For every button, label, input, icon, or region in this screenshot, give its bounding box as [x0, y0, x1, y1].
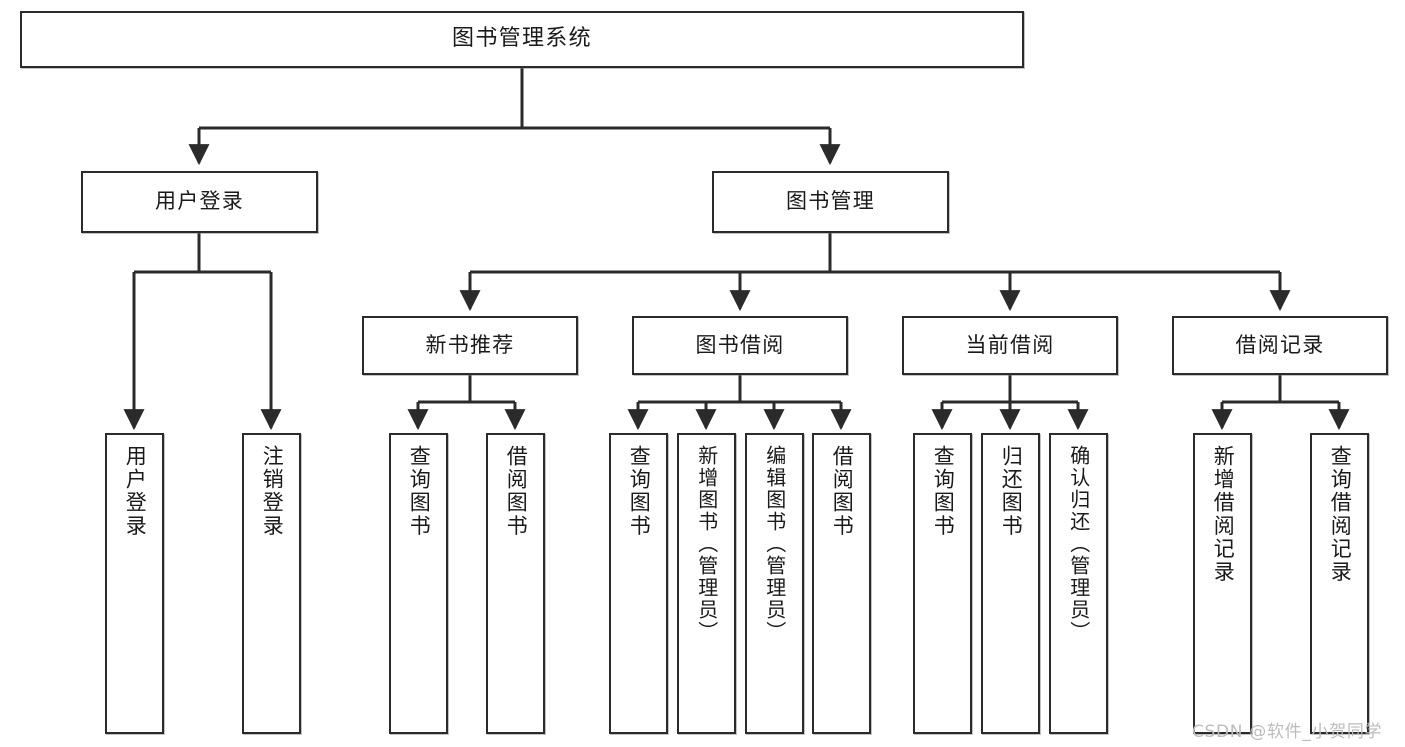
node-leaf-return-book-label: 归还图书 [999, 445, 1024, 538]
node-user-login[interactable]: 用户登录 [81, 171, 318, 233]
node-current-borrow-label: 当前借阅 [965, 332, 1055, 357]
node-leaf-borrow-book-2[interactable]: 借阅图书 [812, 433, 871, 734]
node-leaf-borrow-book-1[interactable]: 借阅图书 [486, 433, 545, 734]
node-leaf-add-record[interactable]: 新增借阅记录 [1193, 433, 1252, 734]
node-leaf-query-record[interactable]: 查询借阅记录 [1310, 433, 1369, 734]
node-user-login-label: 用户登录 [154, 189, 245, 214]
node-book-borrow-label: 图书借阅 [695, 332, 785, 357]
node-leaf-user-login-label: 用户登录 [123, 445, 148, 538]
node-leaf-confirm-return-label: 确认归还（管理员） [1066, 445, 1091, 643]
node-borrow-record-label: 借阅记录 [1235, 332, 1325, 357]
node-leaf-edit-book-label: 编辑图书（管理员） [762, 445, 787, 643]
node-leaf-query-book-2-label: 查询图书 [627, 445, 652, 538]
node-leaf-query-book-3[interactable]: 查询图书 [913, 433, 972, 734]
node-new-book-recommend[interactable]: 新书推荐 [362, 316, 578, 375]
node-leaf-borrow-book-1-label: 借阅图书 [504, 445, 529, 538]
node-leaf-add-record-label: 新增借阅记录 [1211, 445, 1236, 584]
node-leaf-query-book-2[interactable]: 查询图书 [609, 433, 668, 734]
node-leaf-return-book[interactable]: 归还图书 [981, 433, 1040, 734]
node-leaf-logout-login[interactable]: 注销登录 [242, 433, 301, 734]
node-book-manage[interactable]: 图书管理 [712, 171, 949, 233]
node-root[interactable]: 图书管理系统 [20, 11, 1024, 68]
watermark-text: CSDN @软件_小贺同学 [1192, 722, 1383, 742]
node-new-book-recommend-label: 新书推荐 [425, 332, 515, 357]
node-leaf-logout-login-label: 注销登录 [260, 445, 285, 538]
node-leaf-add-book-label: 新增图书（管理员） [694, 445, 719, 643]
node-leaf-query-book-1-label: 查询图书 [407, 445, 432, 538]
node-borrow-record[interactable]: 借阅记录 [1172, 316, 1388, 375]
node-leaf-confirm-return[interactable]: 确认归还（管理员） [1049, 433, 1108, 734]
node-current-borrow[interactable]: 当前借阅 [902, 316, 1118, 375]
node-leaf-query-record-label: 查询借阅记录 [1328, 445, 1353, 584]
node-leaf-query-book-3-label: 查询图书 [931, 445, 956, 538]
node-leaf-add-book[interactable]: 新增图书（管理员） [677, 433, 736, 734]
node-leaf-user-login[interactable]: 用户登录 [105, 433, 164, 734]
node-book-manage-label: 图书管理 [785, 189, 876, 214]
node-leaf-query-book-1[interactable]: 查询图书 [389, 433, 448, 734]
node-leaf-edit-book[interactable]: 编辑图书（管理员） [745, 433, 804, 734]
node-book-borrow[interactable]: 图书借阅 [632, 316, 848, 375]
node-root-label: 图书管理系统 [452, 26, 592, 52]
node-leaf-borrow-book-2-label: 借阅图书 [830, 445, 855, 538]
